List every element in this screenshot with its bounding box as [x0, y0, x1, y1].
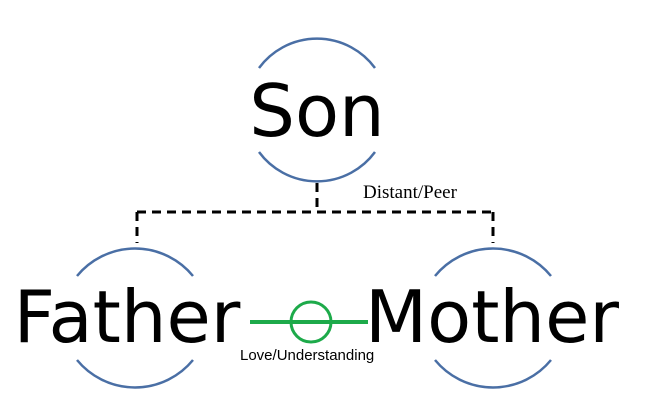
son-arc-top: [257, 37, 377, 69]
mother-arc-bottom: [434, 359, 552, 389]
mother-arc-top: [434, 247, 552, 277]
love-understanding-label: Love/Understanding: [240, 347, 374, 364]
love-circle: [289, 300, 333, 344]
distant-peer-label: Distant/Peer: [363, 182, 458, 203]
son-arc-bottom: [257, 151, 377, 183]
son-label: Son: [249, 69, 384, 153]
mother-label: Mother: [365, 275, 619, 359]
father-arc-top: [76, 247, 194, 277]
father-arc-bottom: [76, 359, 194, 389]
father-label: Father: [14, 275, 241, 359]
